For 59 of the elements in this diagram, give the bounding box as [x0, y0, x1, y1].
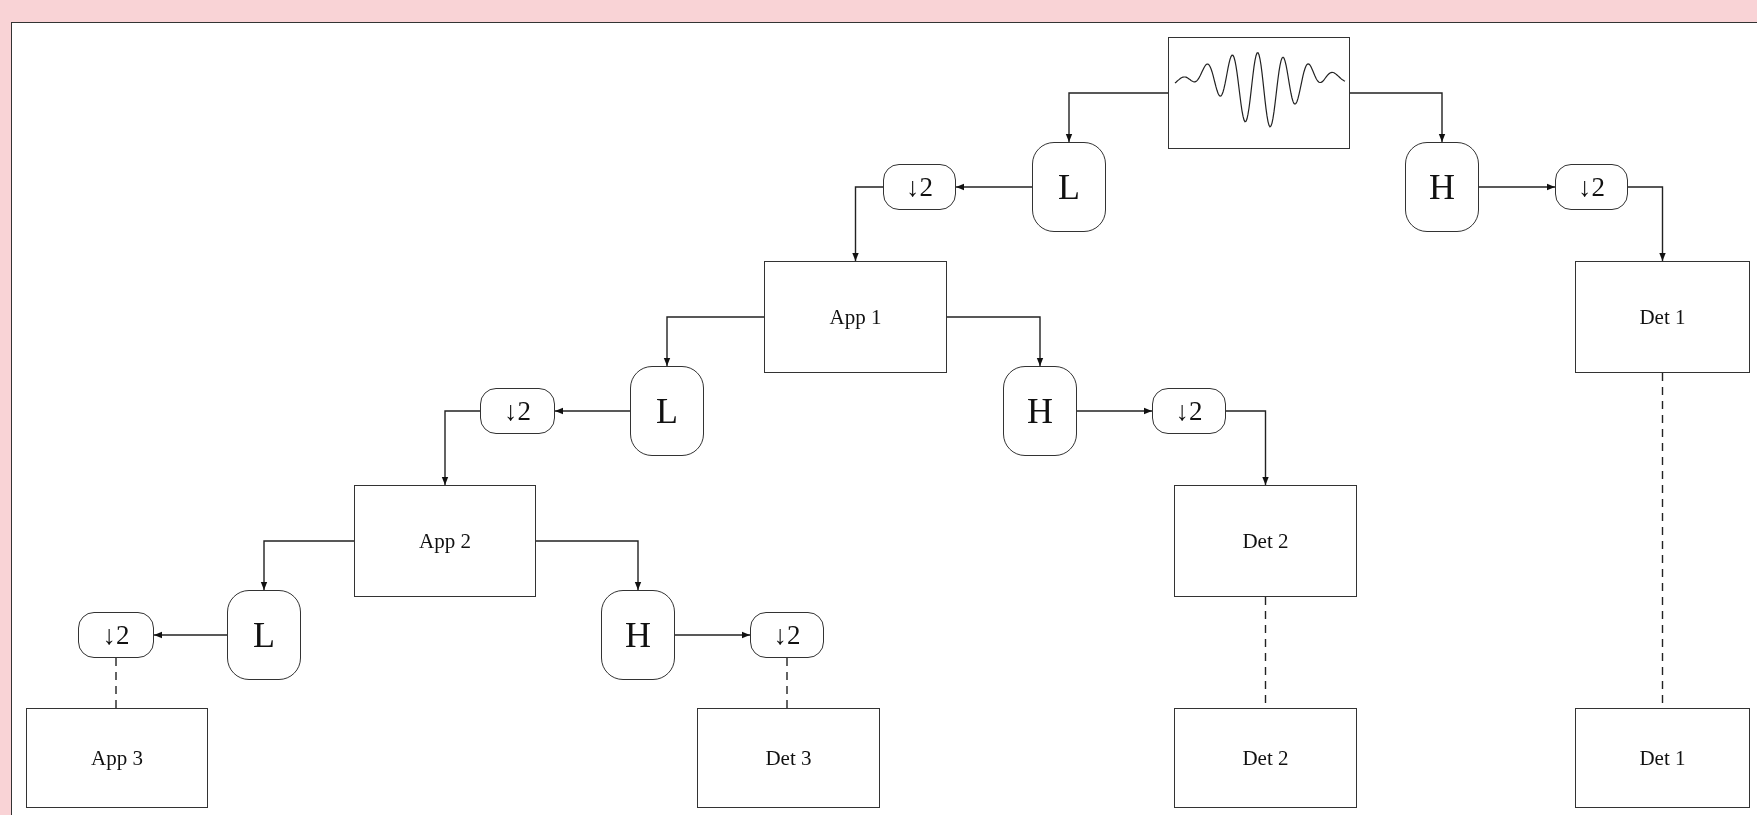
connector-line — [786, 657, 788, 709]
arrow — [260, 540, 355, 591]
arrow — [1065, 92, 1169, 143]
node-label: H — [1429, 166, 1455, 208]
downsample-box — [883, 164, 956, 210]
arrow — [1076, 407, 1153, 415]
filter-box — [601, 590, 675, 680]
node-label: Det 1 — [1639, 745, 1686, 771]
filter-box — [1003, 366, 1077, 456]
coefficient-box — [1575, 708, 1750, 808]
node-label: Det 1 — [1639, 304, 1686, 330]
arrow — [1349, 92, 1446, 143]
coefficient-box — [697, 708, 880, 808]
coefficient-box — [26, 708, 208, 808]
coefficient-box — [1174, 485, 1357, 597]
coefficient-box — [354, 485, 536, 597]
arrow — [852, 186, 884, 262]
node-label: Det 2 — [1242, 528, 1289, 554]
filter-box — [630, 366, 704, 456]
arrow — [955, 183, 1033, 191]
node-label: ↓2 — [773, 619, 801, 651]
downsample-box — [750, 612, 824, 658]
node-label: ↓2 — [1175, 395, 1203, 427]
downsample-box — [1152, 388, 1226, 434]
node-label: L — [1058, 166, 1080, 208]
coefficient-box — [1575, 261, 1750, 373]
arrow — [663, 316, 765, 367]
node-label: App 2 — [419, 528, 471, 554]
arrow — [674, 631, 751, 639]
arrow — [1627, 186, 1666, 262]
filter-box — [1032, 142, 1106, 232]
arrow — [1225, 410, 1269, 486]
node-label: H — [1027, 390, 1053, 432]
downsample-box — [480, 388, 555, 434]
filter-box — [1405, 142, 1479, 232]
node-label: ↓2 — [906, 171, 933, 203]
coefficient-box — [764, 261, 947, 373]
downsample-box — [78, 612, 154, 658]
node-label: H — [625, 614, 651, 656]
connector-line — [115, 657, 117, 709]
arrow — [1478, 183, 1556, 191]
node-label: ↓2 — [102, 619, 130, 651]
arrow — [535, 540, 642, 591]
node-label: ↓2 — [1578, 171, 1605, 203]
node-label: App 3 — [91, 745, 143, 771]
arrow — [946, 316, 1044, 367]
downsample-box — [1555, 164, 1628, 210]
node-label: L — [656, 390, 678, 432]
filter-box — [227, 590, 301, 680]
node-label: App 1 — [829, 304, 882, 330]
arrow — [153, 631, 228, 639]
waveform-drawing — [1168, 37, 1350, 149]
arrow — [554, 407, 631, 415]
node-label: Det 2 — [1242, 745, 1289, 771]
node-label: L — [253, 614, 275, 656]
coefficient-box — [1174, 708, 1357, 808]
node-label: Det 3 — [765, 745, 812, 771]
arrow — [441, 410, 481, 486]
node-label: ↓2 — [504, 395, 531, 427]
